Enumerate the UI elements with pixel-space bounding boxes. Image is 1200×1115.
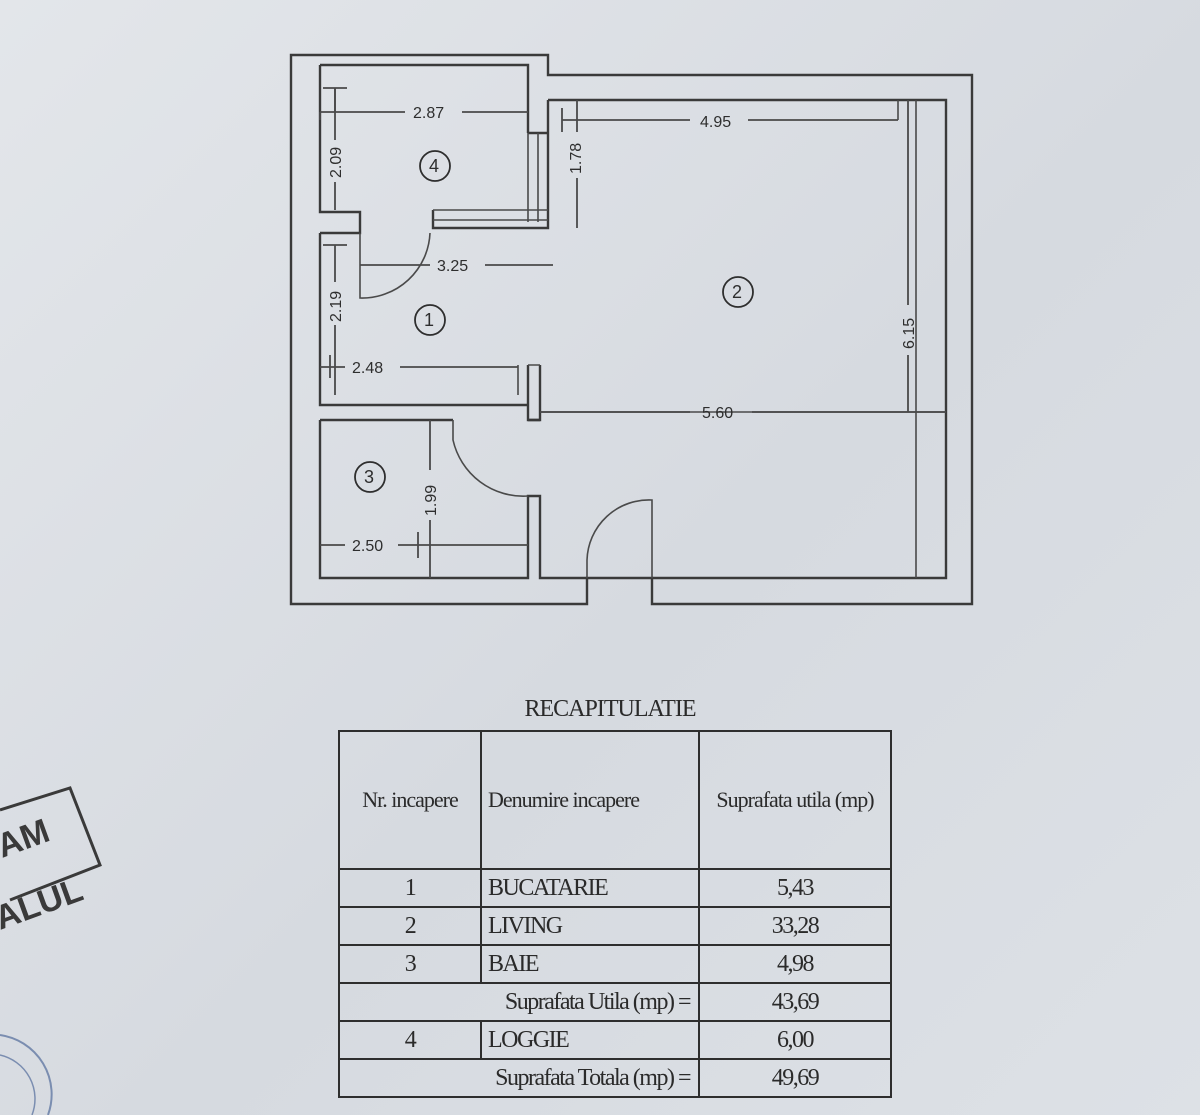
svg-text:2: 2	[732, 282, 742, 302]
room-marker-3: 3	[354, 461, 386, 493]
dim-2-09: 2.09	[328, 147, 345, 178]
dim-2-48: 2.48	[352, 360, 383, 377]
inner-wall-main-left	[431, 100, 550, 230]
row-area: 33,28	[698, 906, 892, 946]
dim-2-50: 2.50	[352, 538, 383, 555]
summary-title: RECAPITULATIE	[524, 696, 697, 722]
row-area: 5,43	[698, 868, 892, 908]
right-inner-wall	[897, 100, 917, 578]
stamp-mark: AM ALUL	[0, 786, 102, 938]
row-nr: 4	[338, 1020, 482, 1060]
svg-text:ALUL: ALUL	[0, 871, 88, 938]
loggia-wall	[318, 63, 548, 235]
util-total-row: Suprafata Utila (mp) = 43,69	[338, 982, 892, 1022]
summary-header-row: Nr. incapere Denumire incapere Suprafata…	[338, 730, 892, 870]
dim-5-60: 5.60	[702, 405, 733, 422]
outer-wall	[289, 53, 974, 606]
dim-2-19: 2.19	[328, 291, 345, 322]
kitchen-door	[359, 232, 431, 299]
dimension-lines	[319, 87, 946, 578]
svg-text:AM: AM	[0, 812, 54, 866]
table-row: 3 BAIE 4,98	[338, 944, 892, 984]
room-marker-2: 2	[722, 276, 754, 308]
grand-total-row: Suprafata Totala (mp) = 49,69	[338, 1058, 892, 1098]
room-marker-4: 4	[419, 150, 451, 182]
dim-3-25: 3.25	[437, 258, 468, 275]
row-name: LOGGIE	[480, 1020, 700, 1060]
kitchen-counter	[517, 364, 540, 395]
room-marker-1: 1	[414, 304, 446, 336]
inner-wall-main	[548, 98, 948, 580]
table-row: 2 LIVING 33,28	[338, 906, 892, 946]
dim-1-99: 1.99	[423, 485, 440, 516]
dim-4-95: 4.95	[700, 114, 731, 131]
total-label: Suprafata Totala (mp) =	[338, 1058, 700, 1098]
util-value: 43,69	[698, 982, 892, 1022]
dim-1-78: 1.78	[568, 143, 585, 174]
row-name: BUCATARIE	[480, 868, 700, 908]
dim-6-15: 6.15	[901, 318, 918, 349]
svg-text:1: 1	[424, 310, 434, 330]
header-nr: Nr. incapere	[338, 730, 482, 870]
total-value: 49,69	[698, 1058, 892, 1098]
row-area: 6,00	[698, 1020, 892, 1060]
row-name: LIVING	[480, 906, 700, 946]
summary-table: Nr. incapere Denumire incapere Suprafata…	[338, 730, 892, 1098]
loggia-window	[433, 133, 548, 222]
row-name: BAIE	[480, 944, 700, 984]
bath-door	[452, 420, 529, 497]
header-name: Denumire incapere	[480, 730, 700, 870]
table-row: 4 LOGGIE 6,00	[338, 1020, 892, 1060]
row-nr: 1	[338, 868, 482, 908]
svg-text:4: 4	[429, 156, 439, 176]
round-seal-fragment	[0, 1034, 53, 1115]
dim-2-87: 2.87	[413, 105, 444, 122]
row-area: 4,98	[698, 944, 892, 984]
row-nr: 2	[338, 906, 482, 946]
table-row: 1 BUCATARIE 5,43	[338, 868, 892, 908]
row-nr: 3	[338, 944, 482, 984]
header-area: Suprafata utila (mp)	[698, 730, 892, 870]
entrance-door	[586, 499, 653, 578]
util-label: Suprafata Utila (mp) =	[338, 982, 700, 1022]
svg-text:3: 3	[364, 467, 374, 487]
